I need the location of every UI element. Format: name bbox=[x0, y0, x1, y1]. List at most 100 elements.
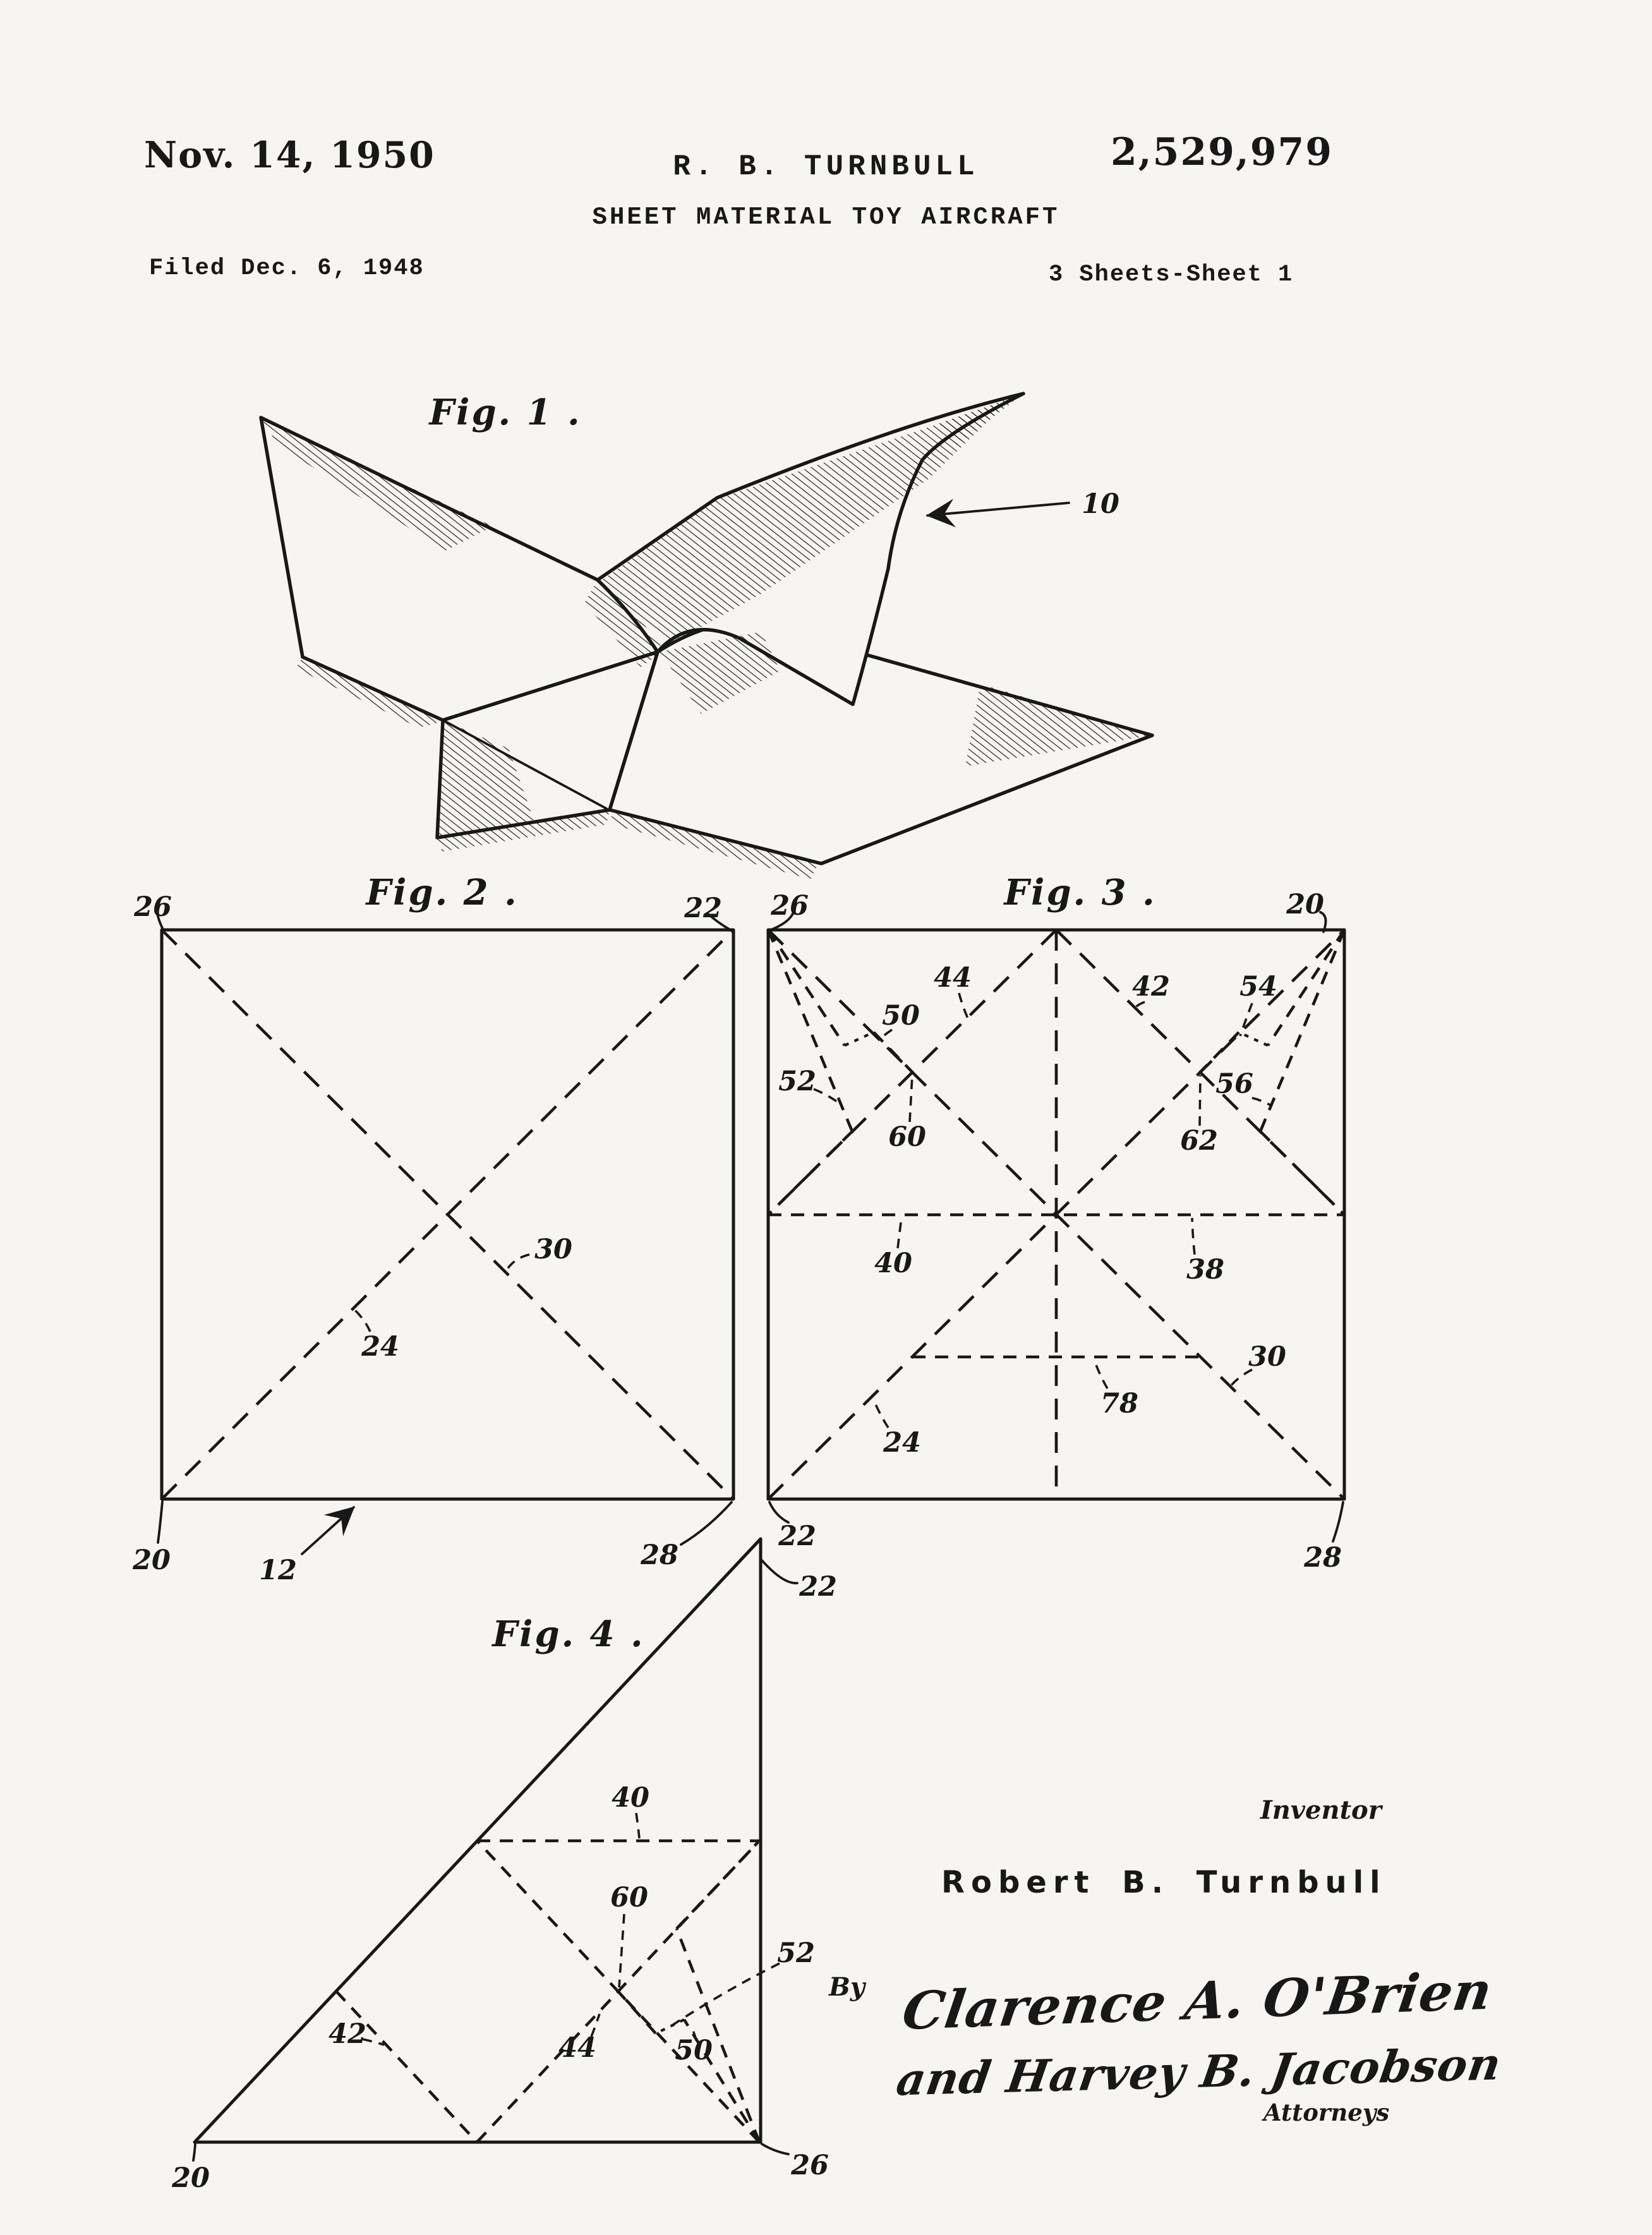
fig2-leader-12 bbox=[301, 1506, 355, 1555]
fig3-leader-54 bbox=[1239, 1003, 1253, 1037]
fig3-label-78: 78 bbox=[1100, 1388, 1138, 1419]
fig4-crease-ear-d bbox=[675, 1841, 759, 1930]
fig3-label-60: 60 bbox=[888, 1121, 926, 1153]
fig3-drawing: Fig. 3 . 26 20 44 42 54 50 52 56 60 62 4… bbox=[766, 872, 1346, 1574]
filed-date: Filed Dec. 6, 1948 bbox=[149, 255, 425, 282]
fig3-label-26: 26 bbox=[770, 890, 809, 922]
fig4-label-42: 42 bbox=[329, 2018, 366, 2050]
fig1-drawing: Fig. 1 . 10 bbox=[259, 392, 1154, 879]
fig3-leader-78 bbox=[1093, 1359, 1109, 1389]
fig2-label-20: 20 bbox=[132, 1545, 171, 1576]
fig1-hatch-keel bbox=[437, 720, 534, 838]
fig3-leader-52 bbox=[813, 1088, 840, 1104]
fig3-crease-tl-d bbox=[767, 1130, 853, 1216]
fig3-leader-50 bbox=[877, 1028, 893, 1042]
fig4-label-50: 50 bbox=[675, 2035, 713, 2066]
fig3-label-44: 44 bbox=[934, 962, 972, 994]
fig1-hatch-left-wing-bottom bbox=[296, 657, 442, 728]
fig3-leader-40 bbox=[896, 1217, 903, 1249]
fig3-label-50: 50 bbox=[882, 1000, 920, 1032]
fig4-leader-50 bbox=[692, 2030, 697, 2041]
fig3-leader-42 bbox=[1133, 1001, 1145, 1009]
fig2-tick-26 bbox=[155, 910, 164, 931]
fig4-label-40: 40 bbox=[612, 1782, 649, 1814]
fig3-crease-tr-d bbox=[1259, 1130, 1346, 1216]
fig4-crease-ear-b bbox=[617, 1991, 657, 2035]
fig3-title: Fig. 3 . bbox=[1003, 872, 1156, 913]
fig4-title: Fig. 4 . bbox=[491, 1613, 644, 1655]
fig3-crease-tl-c bbox=[766, 929, 854, 1132]
fig4-label-22: 22 bbox=[799, 1571, 837, 1603]
fig3-leader-44 bbox=[958, 992, 969, 1019]
fig2-label-24: 24 bbox=[361, 1331, 399, 1363]
fig3-leader-38 bbox=[1191, 1217, 1196, 1255]
fig2-label-30: 30 bbox=[534, 1234, 572, 1265]
fig4-label-52: 52 bbox=[777, 1937, 815, 1969]
fig3-label-24: 24 bbox=[883, 1427, 921, 1459]
fig4-label-60: 60 bbox=[610, 1882, 648, 1913]
fig4-label-44: 44 bbox=[558, 2032, 596, 2064]
fig2-sheet-outline bbox=[160, 928, 735, 1501]
fig1-hatch-bottom-right bbox=[610, 810, 818, 879]
fig4-leader-52 bbox=[672, 1962, 780, 2027]
fig2-title: Fig. 2 . bbox=[365, 872, 518, 913]
fig1-leader-10 bbox=[925, 498, 1070, 527]
fig3-label-40: 40 bbox=[874, 1248, 912, 1279]
fig3-label-62: 62 bbox=[1180, 1125, 1218, 1157]
fig4-tick-20 bbox=[192, 2143, 196, 2162]
fig3-crease-tr-b bbox=[1199, 1031, 1240, 1073]
fig4-leader-42 bbox=[362, 2038, 385, 2046]
fig3-leader-56 bbox=[1251, 1097, 1272, 1107]
patent-number: 2,529,979 bbox=[1110, 130, 1333, 174]
fig1-hatch-tail-tip bbox=[965, 684, 1152, 766]
fig3-tick-26 bbox=[769, 911, 795, 931]
fig3-label-20: 20 bbox=[1286, 889, 1324, 920]
fig2-crease-24 bbox=[160, 929, 735, 1500]
fig4-crease-ear-c bbox=[675, 1928, 761, 2143]
fig4-crease-42 bbox=[335, 1990, 478, 2143]
fig1-hatch-hump bbox=[660, 632, 780, 714]
fig3-label-52: 52 bbox=[778, 1066, 816, 1097]
fig2-leader-30 bbox=[504, 1253, 530, 1273]
fig1-hatch-wing-tip bbox=[939, 394, 1023, 445]
patent-date: Nov. 14, 1950 bbox=[144, 134, 435, 176]
by-label: By bbox=[829, 1972, 865, 2002]
fig1-title: Fig. 1 . bbox=[428, 392, 581, 433]
fig3-tick-20 bbox=[1319, 911, 1327, 933]
fig3-leader-30 bbox=[1228, 1368, 1253, 1389]
fig4-drawing: Fig. 4 . 22 40 60 52 42 44 50 20 26 bbox=[171, 1537, 837, 2194]
fig3-crease-tr-c bbox=[1258, 929, 1346, 1132]
inventor-name-header: R. B. TURNBULL bbox=[673, 150, 979, 183]
fig3-label-42: 42 bbox=[1132, 971, 1170, 1003]
fig2-leader-24 bbox=[354, 1309, 371, 1332]
fig2-tick-20 bbox=[157, 1500, 164, 1544]
fig3-label-30: 30 bbox=[1248, 1341, 1286, 1373]
fig4-tick-26 bbox=[761, 2143, 790, 2155]
fig4-leader-40 bbox=[635, 1812, 641, 1839]
fig4-label-20: 20 bbox=[171, 2162, 210, 2194]
fig3-leader-60 bbox=[908, 1075, 913, 1123]
fig2-label-28: 28 bbox=[640, 1539, 678, 1571]
inventor-caption: Inventor bbox=[1260, 1795, 1382, 1825]
fig4-leader-60 bbox=[618, 1913, 625, 1988]
fig1-hatch-neck bbox=[584, 580, 665, 667]
fig3-crease-54-dotted bbox=[1238, 1031, 1269, 1047]
fig3-crease-50-dotted bbox=[844, 1031, 874, 1047]
fig2-label-26: 26 bbox=[133, 891, 172, 923]
fig2-label-22: 22 bbox=[684, 893, 722, 924]
fig2-drawing: Fig. 2 . 26 22 30 24 20 12 28 bbox=[132, 872, 735, 1586]
fig1-label-10: 10 bbox=[1082, 488, 1119, 520]
fig4-crease-ear-dotted bbox=[655, 2018, 685, 2035]
invention-title: SHEET MATERIAL TOY AIRCRAFT bbox=[592, 203, 1060, 231]
fig4-label-26: 26 bbox=[790, 2150, 829, 2181]
fig3-crease-tl-a bbox=[767, 929, 846, 1047]
fig3-label-38: 38 bbox=[1186, 1254, 1224, 1286]
fig3-label-22: 22 bbox=[778, 1521, 816, 1552]
fig4-leader-22 bbox=[761, 1559, 799, 1584]
fig1-hatch-left-wing-tip bbox=[261, 418, 493, 551]
fig3-crease-tr-a bbox=[1267, 929, 1346, 1047]
fig1-hatch-bottom-left bbox=[437, 810, 610, 852]
fig3-tick-22 bbox=[768, 1501, 790, 1524]
